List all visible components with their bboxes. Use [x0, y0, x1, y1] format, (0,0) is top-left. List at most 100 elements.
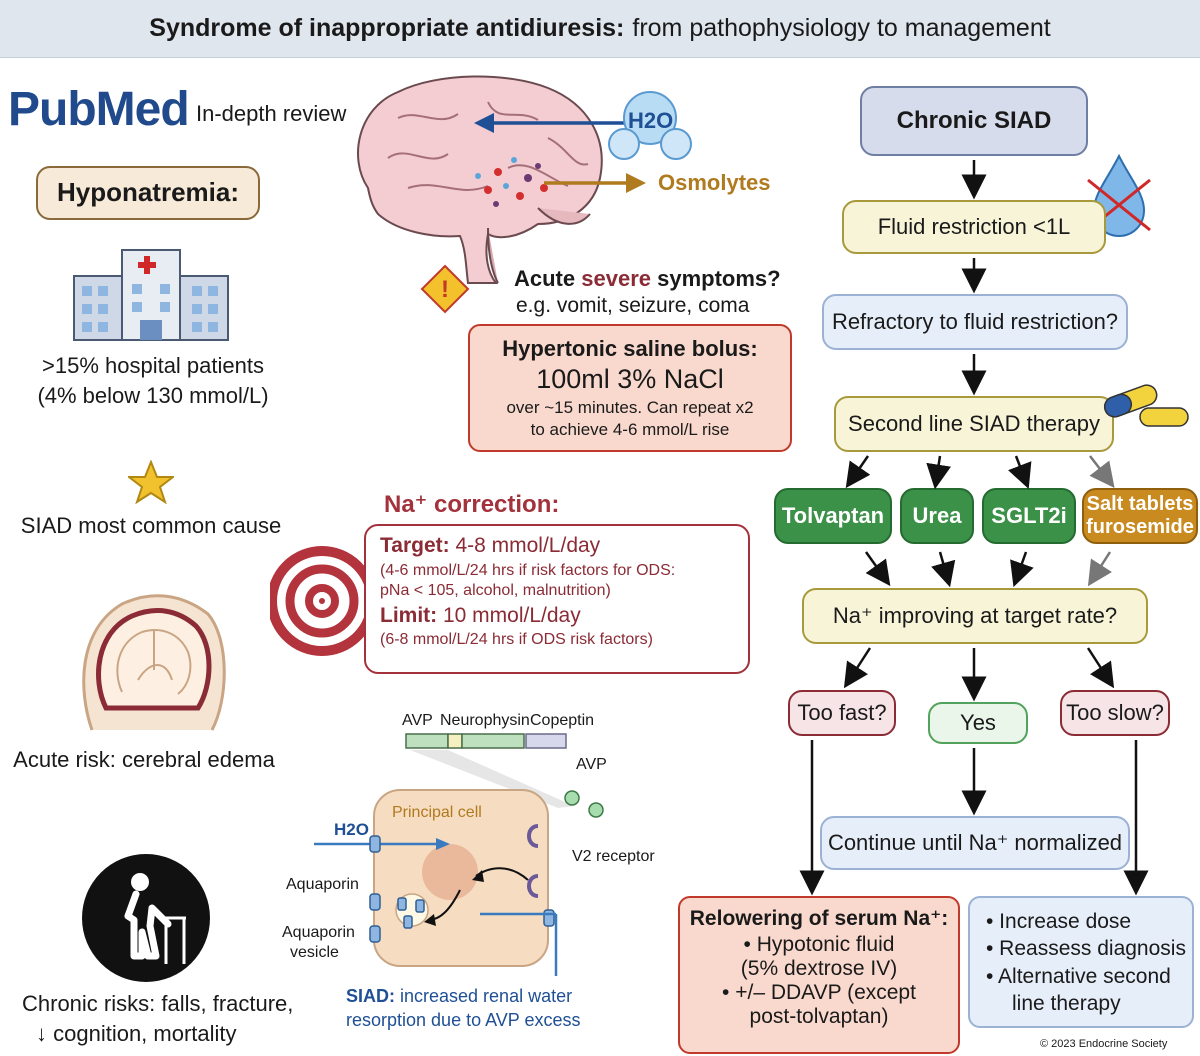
- acute-q-a: Acute: [514, 266, 582, 291]
- yes-label: Yes: [960, 710, 996, 736]
- bolus-dose: 100ml 3% NaCl: [536, 364, 724, 394]
- stat-below-130: (4% below 130 mmol/L): [37, 383, 269, 408]
- target-label: Target:: [380, 534, 450, 557]
- yes-box: Yes: [928, 702, 1028, 744]
- siad-mech-label: SIAD:: [346, 986, 395, 1006]
- aquaporin-label: Aquaporin: [286, 876, 359, 893]
- relower-item2b: post-tolvaptan): [749, 1005, 889, 1028]
- target-note1: (4-6 mmol/L/24 hrs if risk factors for O…: [380, 562, 676, 579]
- continue-box: Continue until Na⁺ normalized: [820, 816, 1130, 870]
- slow-item3b: line therapy: [1012, 991, 1121, 1015]
- chronic-siad-box: Chronic SIAD: [860, 86, 1088, 156]
- refractory-label: Refractory to fluid restriction?: [831, 309, 1119, 335]
- siad-cause: SIAD most common cause: [20, 513, 282, 538]
- no-water-drop-icon: [1087, 153, 1151, 238]
- improving-label: Na⁺ improving at target rate?: [832, 603, 1118, 629]
- stat-hospital: >15% hospital patients: [42, 353, 264, 378]
- slow-item2: • Reassess diagnosis: [986, 937, 1186, 961]
- fluid-restriction-label: Fluid restriction <1L: [877, 214, 1071, 240]
- vesicle-label2: vesicle: [290, 944, 339, 961]
- chronic-risks-line2: ↓ cognition, mortality: [36, 1021, 237, 1046]
- osmolytes-out-arrow: [544, 173, 646, 193]
- limit-value: 10 mmol/L/day: [437, 604, 581, 627]
- chronic-siad-label: Chronic SIAD: [896, 107, 1052, 135]
- principal-cell-label: Principal cell: [392, 804, 482, 821]
- target-note2: pNa < 105, alcohol, malnutrition): [380, 582, 611, 599]
- target-value: 4-8 mmol/L/day: [449, 534, 601, 557]
- relower-item2: • +/– DDAVP (except: [722, 981, 916, 1004]
- second-line-box: Second line SIAD therapy: [834, 396, 1114, 452]
- page-header: Syndrome of inappropriate antidiuresis: …: [0, 0, 1200, 58]
- avp-precursor-bar: [405, 733, 567, 749]
- too-slow-box: Too slow?: [1060, 690, 1170, 736]
- sglt2i-box: SGLT2i: [982, 488, 1076, 544]
- head-cross-section-icon: [82, 594, 226, 731]
- correction-title-text: Na⁺ correction:: [384, 491, 560, 518]
- correction-box: Target: 4-8 mmol/L/day (4-6 mmol/L/24 hr…: [364, 524, 750, 674]
- acute-q-severe: severe: [581, 266, 651, 291]
- elderly-walker-icon: [82, 854, 210, 982]
- brain-icon: [357, 75, 603, 284]
- relower-item1: • Hypotonic fluid: [743, 933, 895, 956]
- too-slow-actions-box: • Increase dose • Reassess diagnosis • A…: [968, 896, 1194, 1028]
- avp-label: AVP: [576, 756, 607, 773]
- correction-title: Na⁺ correction:: [384, 490, 559, 519]
- copeptin-label: Copeptin: [530, 712, 595, 729]
- hypertonic-saline-box: Hypertonic saline bolus: 100ml 3% NaCl o…: [468, 324, 792, 452]
- urea-label: Urea: [912, 503, 962, 529]
- bolus-title: Hypertonic saline bolus:: [502, 336, 758, 361]
- pills-icon: [1103, 384, 1189, 427]
- slow-item1: • Increase dose: [986, 910, 1132, 933]
- chronic-risks-line1: Chronic risks: falls, fracture,: [22, 991, 294, 1016]
- bolus-line2: to achieve 4-6 mmol/L rise: [530, 420, 730, 439]
- tolvaptan-box: Tolvaptan: [774, 488, 892, 544]
- brain-h2o-label: H2O: [628, 108, 674, 133]
- v2-receptor-label: V2 receptor: [572, 848, 655, 865]
- siad-mechanism-line2: resorption due to AVP excess: [346, 1010, 581, 1030]
- hyponatremia-label: Hyponatremia:: [56, 177, 240, 208]
- improving-box: Na⁺ improving at target rate?: [802, 588, 1148, 644]
- svg-text:!: !: [441, 276, 449, 303]
- hospital-icon: [73, 249, 229, 341]
- limit-note: (6-8 mmol/L/24 hrs if ODS risk factors): [380, 631, 653, 648]
- star-icon: [128, 460, 174, 504]
- bolus-line1: over ~15 minutes. Can repeat x2: [506, 398, 754, 417]
- pubmed-logo: PubMed: [8, 83, 190, 136]
- target-icon: [270, 546, 368, 656]
- second-line-label: Second line SIAD therapy: [848, 411, 1100, 437]
- h2o-molecule-icon: [608, 91, 692, 160]
- tolvaptan-label: Tolvaptan: [781, 503, 885, 529]
- avp-precursor-label: AVP: [402, 712, 433, 729]
- review-label: In-depth review: [196, 101, 347, 126]
- fluid-restriction-box: Fluid restriction <1L: [842, 200, 1106, 254]
- hyponatremia-box: Hyponatremia:: [36, 166, 260, 220]
- siad-mech-text1: increased renal water: [395, 986, 573, 1006]
- copyright: © 2023 Endocrine Society: [1040, 1038, 1168, 1050]
- acute-examples: e.g. vomit, seizure, coma: [516, 294, 750, 317]
- cell-h2o-label: H2O: [334, 820, 369, 839]
- slow-item3: • Alternative second: [986, 964, 1171, 988]
- salt-label2: furosemide: [1086, 516, 1194, 538]
- salt-label1: Salt tablets: [1086, 493, 1194, 515]
- title-bold: Syndrome of inappropriate antidiuresis:: [149, 14, 625, 42]
- urea-box: Urea: [900, 488, 974, 544]
- title-rest: from pathophysiology to management: [632, 14, 1051, 42]
- acute-risk: Acute risk: cerebral edema: [13, 747, 275, 772]
- refractory-box: Refractory to fluid restriction?: [822, 294, 1128, 350]
- principal-cell-diagram: [314, 789, 558, 976]
- too-slow-label: Too slow?: [1066, 700, 1164, 726]
- salt-tablets-box: Salt tablets furosemide: [1082, 488, 1198, 544]
- acute-q-c: symptoms?: [651, 266, 781, 291]
- limit-label: Limit:: [380, 604, 438, 627]
- too-fast-label: Too fast?: [797, 700, 887, 726]
- relower-title: Relowering of serum Na⁺:: [689, 907, 949, 930]
- water-in-arrow: [474, 113, 626, 133]
- continue-label: Continue until Na⁺ normalized: [827, 830, 1123, 856]
- acute-symptoms-question: Acute severe symptoms?: [514, 266, 781, 292]
- osmolytes-label: Osmolytes: [658, 170, 771, 195]
- too-fast-box: Too fast?: [788, 690, 896, 736]
- sglt2i-label: SGLT2i: [991, 503, 1067, 529]
- relower-item1b: (5% dextrose IV): [740, 957, 898, 980]
- relowering-box: Relowering of serum Na⁺: • Hypotonic flu…: [678, 896, 960, 1054]
- warning-icon: !: [420, 264, 470, 314]
